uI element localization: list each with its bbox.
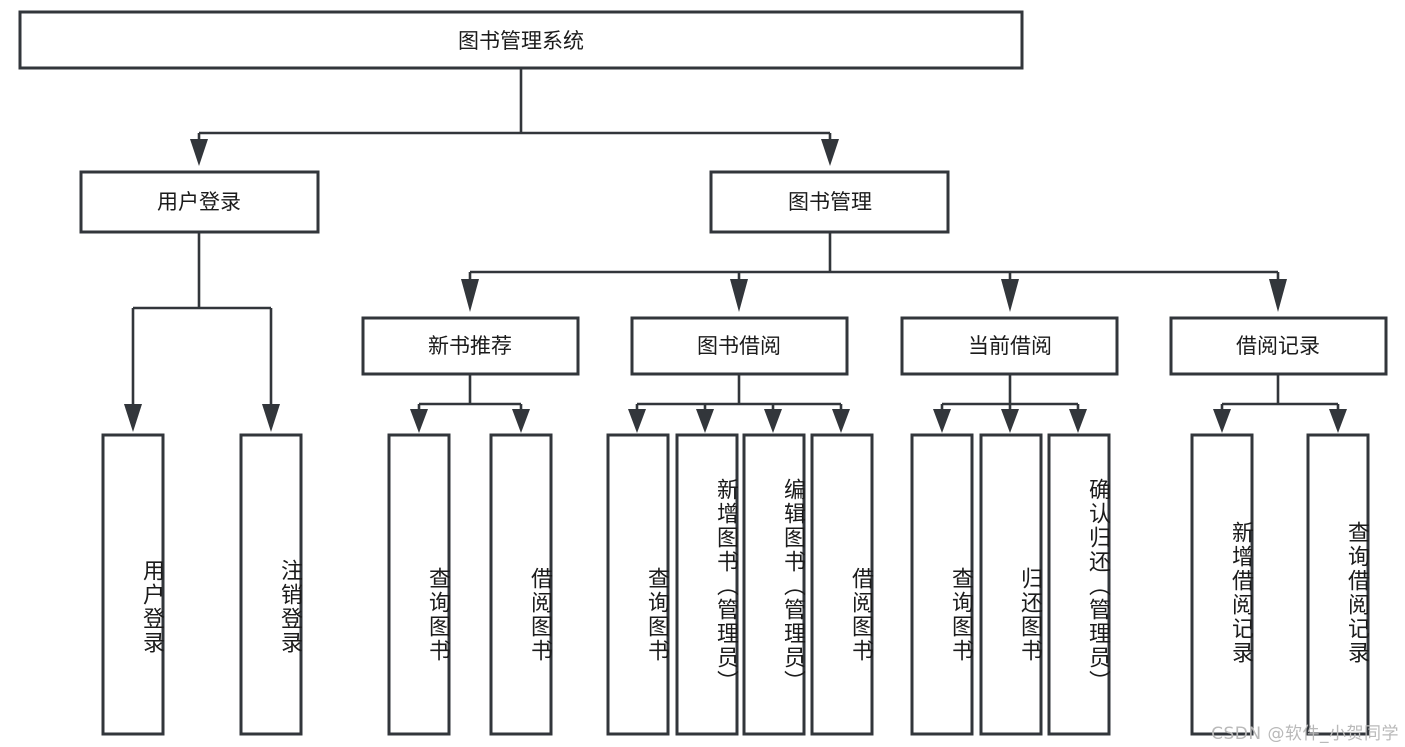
arrowhead-cb-leaf-1 xyxy=(933,409,951,433)
edge-group-book-mgmt-to-level2 xyxy=(461,232,1287,312)
node-book-borrow-box[interactable] xyxy=(630,316,849,376)
node-book-management[interactable]: 图书管理 xyxy=(709,170,950,234)
arrowhead-br-leaf-2 xyxy=(1329,409,1347,433)
node-leaf-bb-borrow-box[interactable] xyxy=(810,433,874,736)
node-book-management-box[interactable] xyxy=(709,170,950,234)
edge-group-book-borrow-leaves xyxy=(628,374,850,433)
node-book-borrow-label: 图书借阅 xyxy=(697,334,781,358)
node-leaf-cb-return-box[interactable] xyxy=(979,433,1043,736)
node-leaf-br-add-box[interactable] xyxy=(1190,433,1254,736)
arrowhead-book-mgmt xyxy=(821,139,839,166)
edge-group-user-login-leaves xyxy=(124,232,280,432)
arrowhead-borrow-record xyxy=(1269,279,1287,312)
node-user-login-box[interactable] xyxy=(79,170,320,234)
arrowhead-leaf-logout xyxy=(262,404,280,432)
node-new-book-recommend-label: 新书推荐 xyxy=(428,334,512,358)
node-leaf-newbook-borrow-box[interactable] xyxy=(489,433,553,736)
node-root[interactable]: 图书管理系统 xyxy=(18,10,1024,70)
node-leaf-bb-edit-box[interactable] xyxy=(742,433,806,736)
node-borrow-record[interactable]: 借阅记录 xyxy=(1169,316,1388,376)
arrowhead-book-borrow xyxy=(730,279,748,312)
node-leaf-newbook-query-box[interactable] xyxy=(387,433,451,736)
edge-group-root-to-level1 xyxy=(190,68,839,166)
node-leaf-cb-query-box[interactable] xyxy=(910,433,974,736)
node-new-book-recommend-box[interactable] xyxy=(361,316,580,376)
arrowhead-bb-leaf-1 xyxy=(628,409,646,433)
arrowhead-new-book xyxy=(461,279,479,312)
node-root-box[interactable] xyxy=(18,10,1024,70)
node-current-borrow-box[interactable] xyxy=(900,316,1119,376)
node-current-borrow-label: 当前借阅 xyxy=(968,334,1052,358)
node-user-login-label: 用户登录 xyxy=(157,190,241,214)
arrowhead-user-login xyxy=(190,139,208,166)
arrowhead-leaf-user-login xyxy=(124,404,142,432)
node-book-borrow[interactable]: 图书借阅 xyxy=(630,316,849,376)
node-leaf-bb-query-box[interactable] xyxy=(606,433,670,736)
arrowhead-bb-leaf-2 xyxy=(696,409,714,433)
node-borrow-record-label: 借阅记录 xyxy=(1236,334,1320,358)
arrowhead-newbook-leaf-2 xyxy=(512,409,530,433)
csdn-watermark: CSDN @软件_小贺同学 xyxy=(1211,724,1399,744)
edge-group-new-book-leaves xyxy=(410,374,530,433)
arrowhead-bb-leaf-4 xyxy=(832,409,850,433)
arrowhead-cb-leaf-3 xyxy=(1069,409,1087,433)
arrowhead-newbook-leaf-1 xyxy=(410,409,428,433)
arrowhead-bb-leaf-3 xyxy=(764,409,782,433)
node-leaf-logout-box[interactable] xyxy=(239,433,303,736)
arrowhead-current-borrow xyxy=(1001,279,1019,312)
edge-group-current-borrow-leaves xyxy=(933,374,1087,433)
node-leaf-bb-add-box[interactable] xyxy=(675,433,739,736)
node-current-borrow[interactable]: 当前借阅 xyxy=(900,316,1119,376)
node-borrow-record-box[interactable] xyxy=(1169,316,1388,376)
node-user-login[interactable]: 用户登录 xyxy=(79,170,320,234)
node-leaf-cb-confirm-box[interactable] xyxy=(1047,433,1111,736)
arrowhead-cb-leaf-2 xyxy=(1001,409,1019,433)
node-new-book-recommend[interactable]: 新书推荐 xyxy=(361,316,580,376)
edge-group-borrow-record-leaves xyxy=(1213,374,1347,433)
node-root-label: 图书管理系统 xyxy=(458,29,584,53)
arrowhead-br-leaf-1 xyxy=(1213,409,1231,433)
node-leaf-br-query-box[interactable] xyxy=(1306,433,1370,736)
node-leaf-user-login-box[interactable] xyxy=(101,433,165,736)
node-book-management-label: 图书管理 xyxy=(788,190,872,214)
